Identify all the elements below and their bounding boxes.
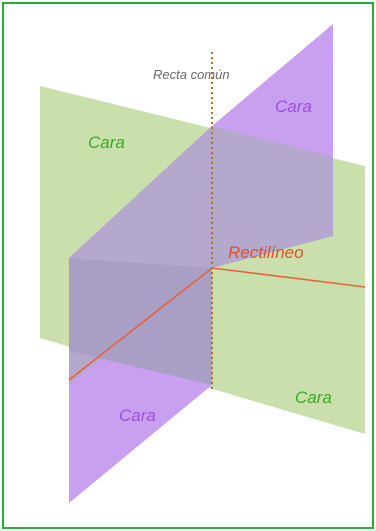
common-line-label: Recta común	[153, 67, 230, 82]
green-plane-front	[212, 268, 365, 434]
face-label-green-top: Cara	[88, 133, 125, 152]
face-label-purple-top: Cara	[275, 97, 312, 116]
rectilinear-line-right	[211, 267, 366, 288]
rectilinear-label: Rectilíneo	[228, 243, 304, 262]
rectilinear-line-left	[68, 267, 213, 381]
face-label-purple-bottom: Cara	[119, 406, 156, 425]
plane-overlap-lower	[69, 258, 212, 385]
face-label-green-bottom: Cara	[295, 388, 332, 407]
